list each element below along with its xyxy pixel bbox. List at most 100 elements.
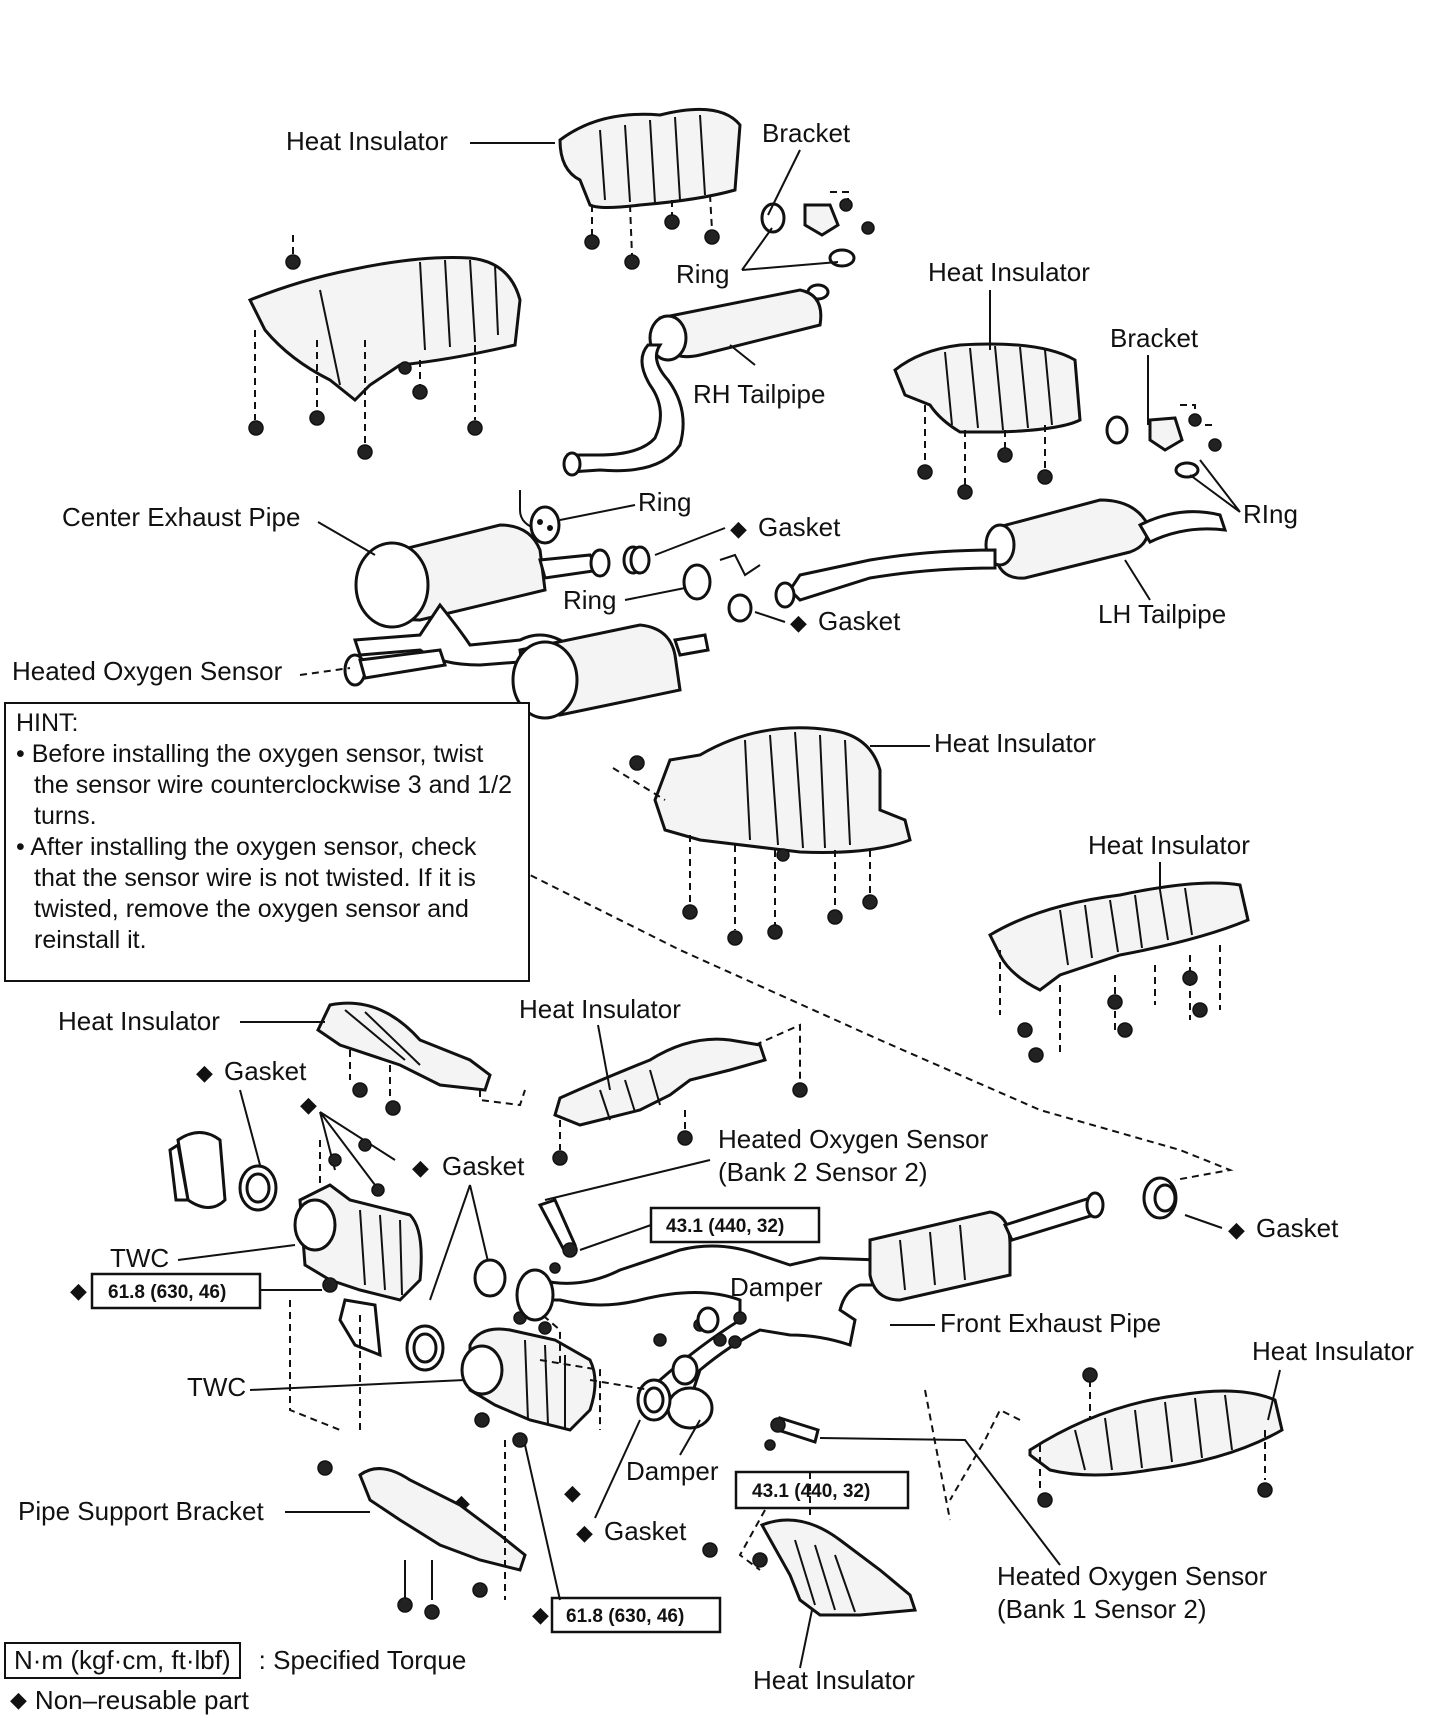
nonreusable-mark-torque-2: ◆ [532, 1603, 549, 1628]
label-hos-bank2-l1: Heated Oxygen Sensor [718, 1124, 989, 1154]
damper-lower [653, 1333, 699, 1386]
ring-center-lower [682, 563, 712, 601]
bracket-right [1105, 404, 1222, 479]
nonreusable-mark-gasket-3: ◆ [196, 1061, 213, 1086]
center-exhaust-pipe [343, 490, 710, 720]
damper-upper [696, 1306, 747, 1349]
leader-ring-center-lower [624, 587, 686, 601]
leader-twc-lower [249, 1379, 466, 1391]
twc-upper [293, 1138, 423, 1302]
torque-61-bottom: 61.8 (630, 46) [566, 1606, 684, 1627]
label-gasket-twc-upper: Gasket [442, 1151, 525, 1181]
pipe-support-bracket [289, 1300, 527, 1620]
leader-gasket-lower [594, 1419, 641, 1519]
hint-item-2: • After installing the oxygen sensor, ch… [16, 833, 477, 954]
leader-gasket-lower-left [239, 1089, 261, 1166]
label-heat-insulator-bottom: Heat Insulator [753, 1665, 915, 1695]
leader-damper-lower [679, 1419, 701, 1456]
nonreusable-mark-nuts: ◆ [300, 1093, 317, 1118]
label-front-exhaust-pipe: Front Exhaust Pipe [940, 1308, 1161, 1338]
gasket-center-upper [622, 545, 651, 575]
leader-gasket-right [1184, 1214, 1223, 1229]
gasket-lower [636, 1378, 672, 1422]
torque-61-left: 61.8 (630, 46) [108, 1282, 226, 1303]
leader-ring-center-upper [559, 504, 636, 521]
torque-43-upper: 43.1 (440, 32) [666, 1216, 784, 1237]
label-twc-lower: TWC [187, 1372, 246, 1402]
torque-43-lower: 43.1 (440, 32) [752, 1481, 870, 1502]
leader-ring-right [1189, 459, 1241, 513]
legend-torque-desc: : Specified Torque [258, 1644, 467, 1675]
label-ring-center-lower: Ring [563, 585, 616, 615]
label-center-exhaust-pipe: Center Exhaust Pipe [62, 502, 300, 532]
heat-insulator-top-left [247, 235, 522, 460]
label-heated-oxygen-sensor: Heated Oxygen Sensor [12, 656, 283, 686]
label-gasket-right: Gasket [1256, 1213, 1339, 1243]
lh-tailpipe [774, 498, 1228, 609]
label-heat-insulator-right-lower: Heat Insulator [1252, 1336, 1414, 1366]
label-pipe-support-bracket: Pipe Support Bracket [18, 1496, 264, 1526]
leader-torque-61-bottom [524, 1444, 561, 1601]
nonreusable-mark-gasket-4: ◆ [412, 1156, 429, 1181]
leader-heat-insulator-lower-center [597, 1024, 611, 1091]
heat-insulator-lower-center [552, 1023, 808, 1166]
nonreusable-mark-nut-lower: ◆ [564, 1481, 581, 1506]
leader-hos-bank1 [819, 1437, 1061, 1566]
label-heat-insulator-top: Heat Insulator [286, 126, 448, 156]
heat-insulator-top-center [558, 107, 742, 270]
label-bracket-top: Bracket [762, 118, 851, 148]
legend-nonreusable-desc: Non–reusable part [34, 1684, 249, 1715]
leader-rh-tailpipe [729, 344, 756, 366]
label-gasket-lower: Gasket [604, 1516, 687, 1546]
torque-box-43-lower [734, 1470, 910, 1510]
hint-item-1: • Before installing the oxygen sensor, t… [16, 740, 513, 830]
label-heat-insulator-lower-center: Heat Insulator [519, 994, 681, 1024]
label-gasket-lower-left: Gasket [224, 1056, 307, 1086]
leader-heat-insulator-bottom [799, 1609, 813, 1669]
dashed-guide-long [519, 869, 1234, 1181]
bracket-top [760, 191, 875, 301]
legend-row-nonreusable: ◆ Non–reusable part [4, 1680, 466, 1720]
leader-heat-insulator-right-lower [1267, 1369, 1281, 1421]
label-heat-insulator-center-large: Heat Insulator [934, 728, 1096, 758]
dashed-guide-right [738, 1389, 951, 1571]
leader-center-exhaust-pipe [317, 521, 376, 556]
label-gasket-center-lower: Gasket [818, 606, 901, 636]
hint-title: HINT: [16, 709, 79, 737]
hint-box: HINT: • Before installing the oxygen sen… [4, 702, 530, 982]
leader-lh-tailpipe [1124, 559, 1151, 601]
legend-torque-unit: N·m (kgf·cm, ft·lbf) [4, 1641, 241, 1679]
leader-heated-oxygen-sensor [299, 667, 351, 676]
label-damper-upper: Damper [730, 1272, 823, 1302]
legend-nonreusable-symbol: ◆ [10, 1687, 27, 1712]
nonreusable-mark-gasket-1: ◆ [730, 517, 747, 542]
label-gasket-center-upper: Gasket [758, 512, 841, 542]
ring-center-upper [529, 505, 561, 545]
leader-nuts-twc [319, 1111, 396, 1186]
leader-torque-43-upper [579, 1224, 652, 1251]
heat-insulator-right-upper [893, 342, 1082, 500]
label-ring-top: Ring [676, 259, 729, 289]
heat-insulator-bottom-center [702, 1470, 918, 1617]
label-heat-insulator-right-upper: Heat Insulator [928, 257, 1090, 287]
nonreusable-mark-torque-1: ◆ [70, 1279, 87, 1304]
torque-box-61-bottom [550, 1596, 722, 1634]
leader-gasket-center-upper [654, 527, 726, 556]
pipe-flange-left [168, 1131, 227, 1209]
dashed-guide-lower [539, 1359, 651, 1430]
heat-insulator-lower-left-1 [316, 1001, 526, 1116]
leader-hos-bank2 [544, 1159, 711, 1201]
rh-tailpipe [562, 288, 823, 477]
label-rh-tailpipe: RH Tailpipe [693, 379, 825, 409]
heat-insulator-right-mid [988, 881, 1250, 1063]
label-damper-lower: Damper [626, 1456, 719, 1486]
gasket-center-lower [727, 593, 753, 623]
leader-gasket-twc-upper [429, 1184, 491, 1301]
hanger-hook [719, 553, 761, 577]
twc-lower [460, 1299, 597, 1448]
heat-insulator-center-large [612, 726, 912, 946]
label-ring-center-upper: Ring [638, 487, 691, 517]
torque-box-43-upper [649, 1206, 821, 1244]
leader-gasket-center-lower [754, 611, 786, 623]
label-hos-bank2-l2: (Bank 2 Sensor 2) [718, 1157, 928, 1187]
